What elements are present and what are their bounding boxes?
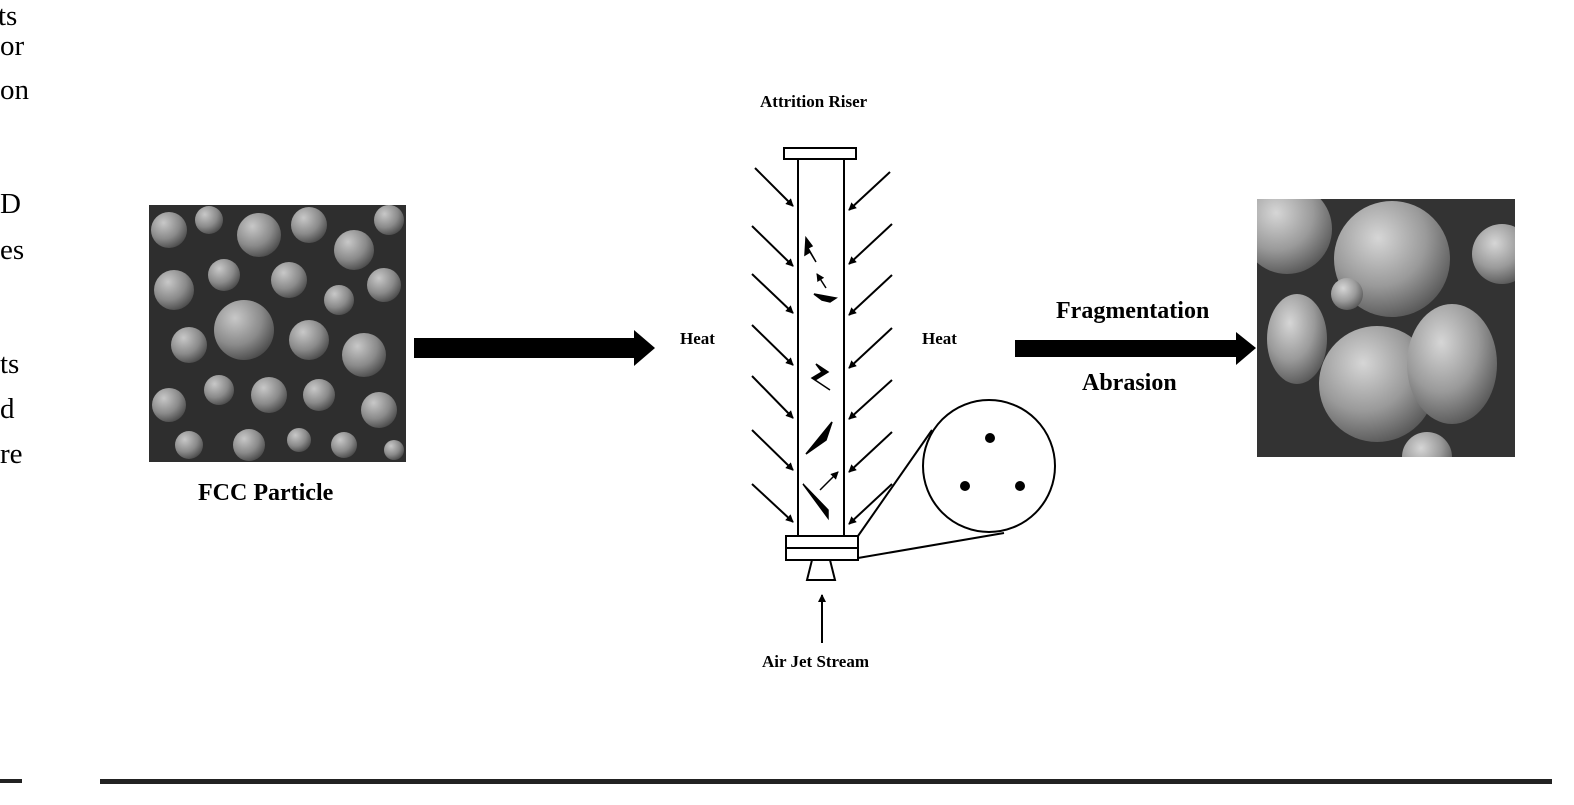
fcc-particle-caption: FCC Particle: [198, 480, 334, 506]
distributor-inset: [857, 399, 1056, 559]
attrited-particle-image: [1257, 199, 1515, 457]
text-fragment: re: [0, 438, 23, 470]
heat-label-left: Heat: [680, 329, 715, 348]
fcc-particle-image: [149, 205, 406, 462]
text-fragment: on: [0, 74, 29, 106]
particle-fragments: [802, 235, 839, 521]
text-fragment: D: [0, 188, 21, 220]
riser-column: [783, 147, 859, 581]
distributor-holes: [960, 433, 1025, 491]
text-fragment: es: [0, 234, 25, 266]
abrasion-label: Abrasion: [1082, 370, 1177, 396]
output-arrow: [1015, 332, 1256, 365]
text-fragment: ts: [0, 348, 20, 380]
riser-title: Attrition Riser: [760, 92, 868, 111]
text-fragment: or: [0, 30, 25, 62]
heat-label-right: Heat: [922, 329, 957, 348]
input-arrow: [414, 330, 655, 366]
air-jet-label: Air Jet Stream: [762, 652, 870, 671]
fragmentation-label: Fragmentation: [1056, 298, 1210, 324]
left-heat-arrows: [751, 167, 794, 523]
text-fragment: d: [0, 393, 15, 425]
right-heat-arrows: [848, 171, 893, 525]
